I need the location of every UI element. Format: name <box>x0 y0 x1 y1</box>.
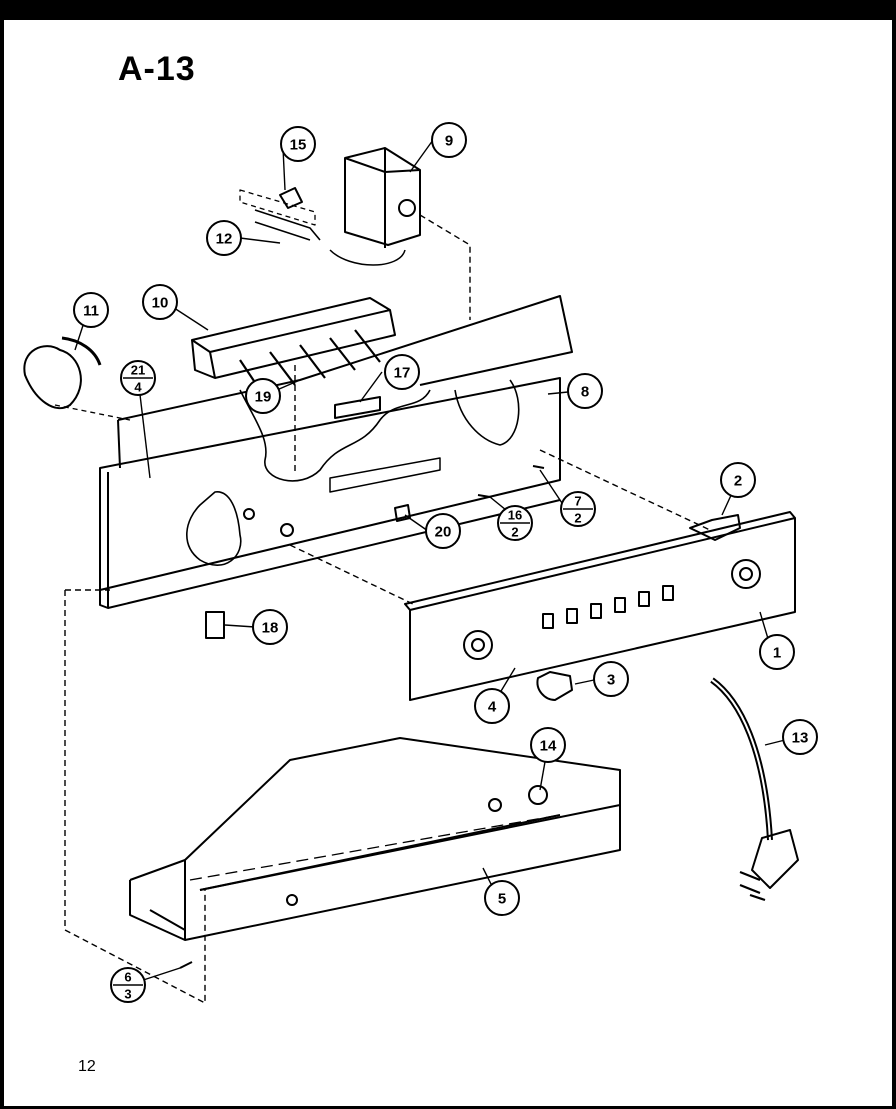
fraction-bottom-6-3: 3 <box>124 987 131 1002</box>
callout-circle-11 <box>73 292 109 328</box>
callout-circle-4 <box>474 688 510 724</box>
callout-4: 4 <box>474 688 510 724</box>
callout-11: 11 <box>73 292 109 328</box>
callout-label-15: 15 <box>290 137 307 154</box>
callout-label-17: 17 <box>394 365 411 382</box>
fraction-callout-7-2: 72 <box>560 491 596 527</box>
callout-circle-19 <box>245 378 281 414</box>
callout-label-8: 8 <box>581 384 589 401</box>
callout-10: 10 <box>142 284 178 320</box>
callout-circle-8 <box>567 373 603 409</box>
callout-14: 14 <box>530 727 566 763</box>
callout-circle-2 <box>720 462 756 498</box>
callout-label-14: 14 <box>540 738 557 755</box>
leader-lines <box>74 139 794 986</box>
callout-circle-5 <box>484 880 520 916</box>
callout-1: 1 <box>759 634 795 670</box>
callout-label-1: 1 <box>773 645 781 662</box>
page-title: A-13 <box>118 50 196 88</box>
rail-drawing <box>191 297 396 391</box>
fraction-top-21-4: 21 <box>131 363 145 378</box>
knob-drawing <box>536 671 573 701</box>
callout-5: 5 <box>484 880 520 916</box>
callout-label-11: 11 <box>83 303 99 320</box>
back-panel-drawing <box>99 295 573 609</box>
callout-19: 19 <box>245 378 281 414</box>
fraction-bottom-7-2: 2 <box>574 511 581 526</box>
callout-17: 17 <box>384 354 420 390</box>
callout-8: 8 <box>567 373 603 409</box>
switch-box-drawing <box>329 147 471 320</box>
callout-circle-13 <box>782 719 818 755</box>
callout-label-19: 19 <box>255 389 272 406</box>
callout-circle-9 <box>431 122 467 158</box>
callout-13: 13 <box>782 719 818 755</box>
callout-label-4: 4 <box>488 699 497 716</box>
fraction-callout-6-3: 63 <box>110 967 146 1003</box>
callout-circle-14 <box>530 727 566 763</box>
callout-circle-17 <box>384 354 420 390</box>
power-cord-drawing <box>710 677 799 902</box>
fraction-bottom-21-4: 4 <box>134 380 142 395</box>
callout-circle-3 <box>593 661 629 697</box>
callout-3: 3 <box>593 661 629 697</box>
callout-12: 12 <box>206 220 242 256</box>
fraction-top-7-2: 7 <box>574 494 581 509</box>
callout-label-13: 13 <box>792 730 809 747</box>
fraction-top-16-2: 16 <box>508 508 522 523</box>
fraction-bottom-16-2: 2 <box>511 525 518 540</box>
fraction-callout-21-4: 214 <box>120 360 156 396</box>
callout-label-2: 2 <box>734 473 742 490</box>
callout-circle-12 <box>206 220 242 256</box>
control-panel-drawing <box>289 449 796 701</box>
callout-18: 18 <box>252 609 288 645</box>
fraction-callout-16-2: 162 <box>497 505 533 541</box>
page-number: 12 <box>78 1058 96 1075</box>
callout-label-5: 5 <box>498 891 506 908</box>
callout-circle-1 <box>759 634 795 670</box>
callout-circle-18 <box>252 609 288 645</box>
callout-label-18: 18 <box>262 620 279 637</box>
callout-label-12: 12 <box>216 231 233 248</box>
callout-label-9: 9 <box>445 133 453 150</box>
callout-label-3: 3 <box>607 672 615 689</box>
base-tray-drawing <box>64 589 621 1004</box>
callout-15: 15 <box>280 126 316 162</box>
callout-2: 2 <box>720 462 756 498</box>
callout-circle-10 <box>142 284 178 320</box>
callout-9: 9 <box>431 122 467 158</box>
motor-drawing <box>23 336 131 421</box>
callout-label-10: 10 <box>152 295 169 312</box>
callout-circle-20 <box>425 513 461 549</box>
callout-circle-15 <box>280 126 316 162</box>
callout-label-20: 20 <box>435 524 452 541</box>
sensor-drawing <box>239 187 321 241</box>
callout-20: 20 <box>425 513 461 549</box>
fraction-top-6-3: 6 <box>124 970 131 985</box>
